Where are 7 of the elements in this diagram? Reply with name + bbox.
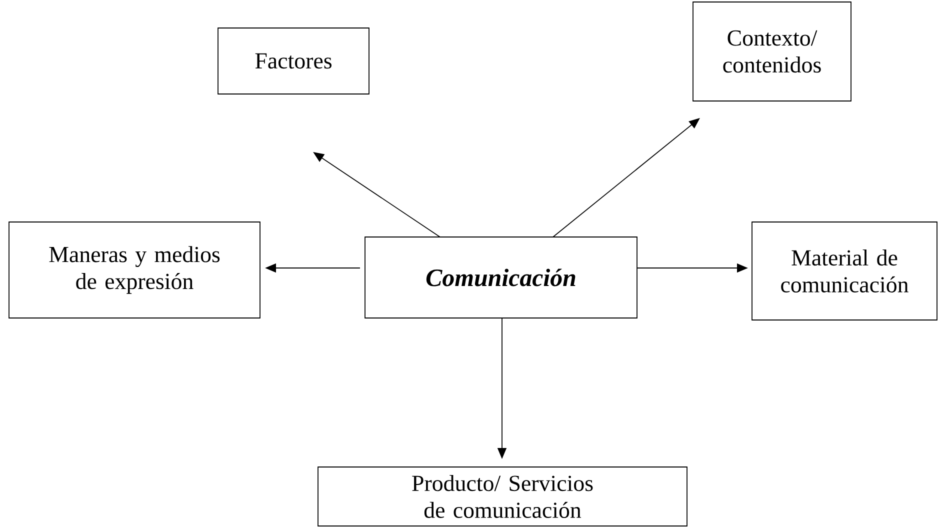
topic-box: Maneras y medios de expresión: [8, 222, 260, 318]
topic-box: Material de comunicación: [752, 222, 938, 320]
topic-box: Contexto/ contenidos: [692, 2, 852, 102]
arrow: [552, 118, 700, 238]
concept-box: Comunicación: [364, 236, 638, 318]
topic-box: Producto/ Servicios de comunicación: [318, 466, 688, 526]
topic-box: Factores: [218, 28, 370, 94]
